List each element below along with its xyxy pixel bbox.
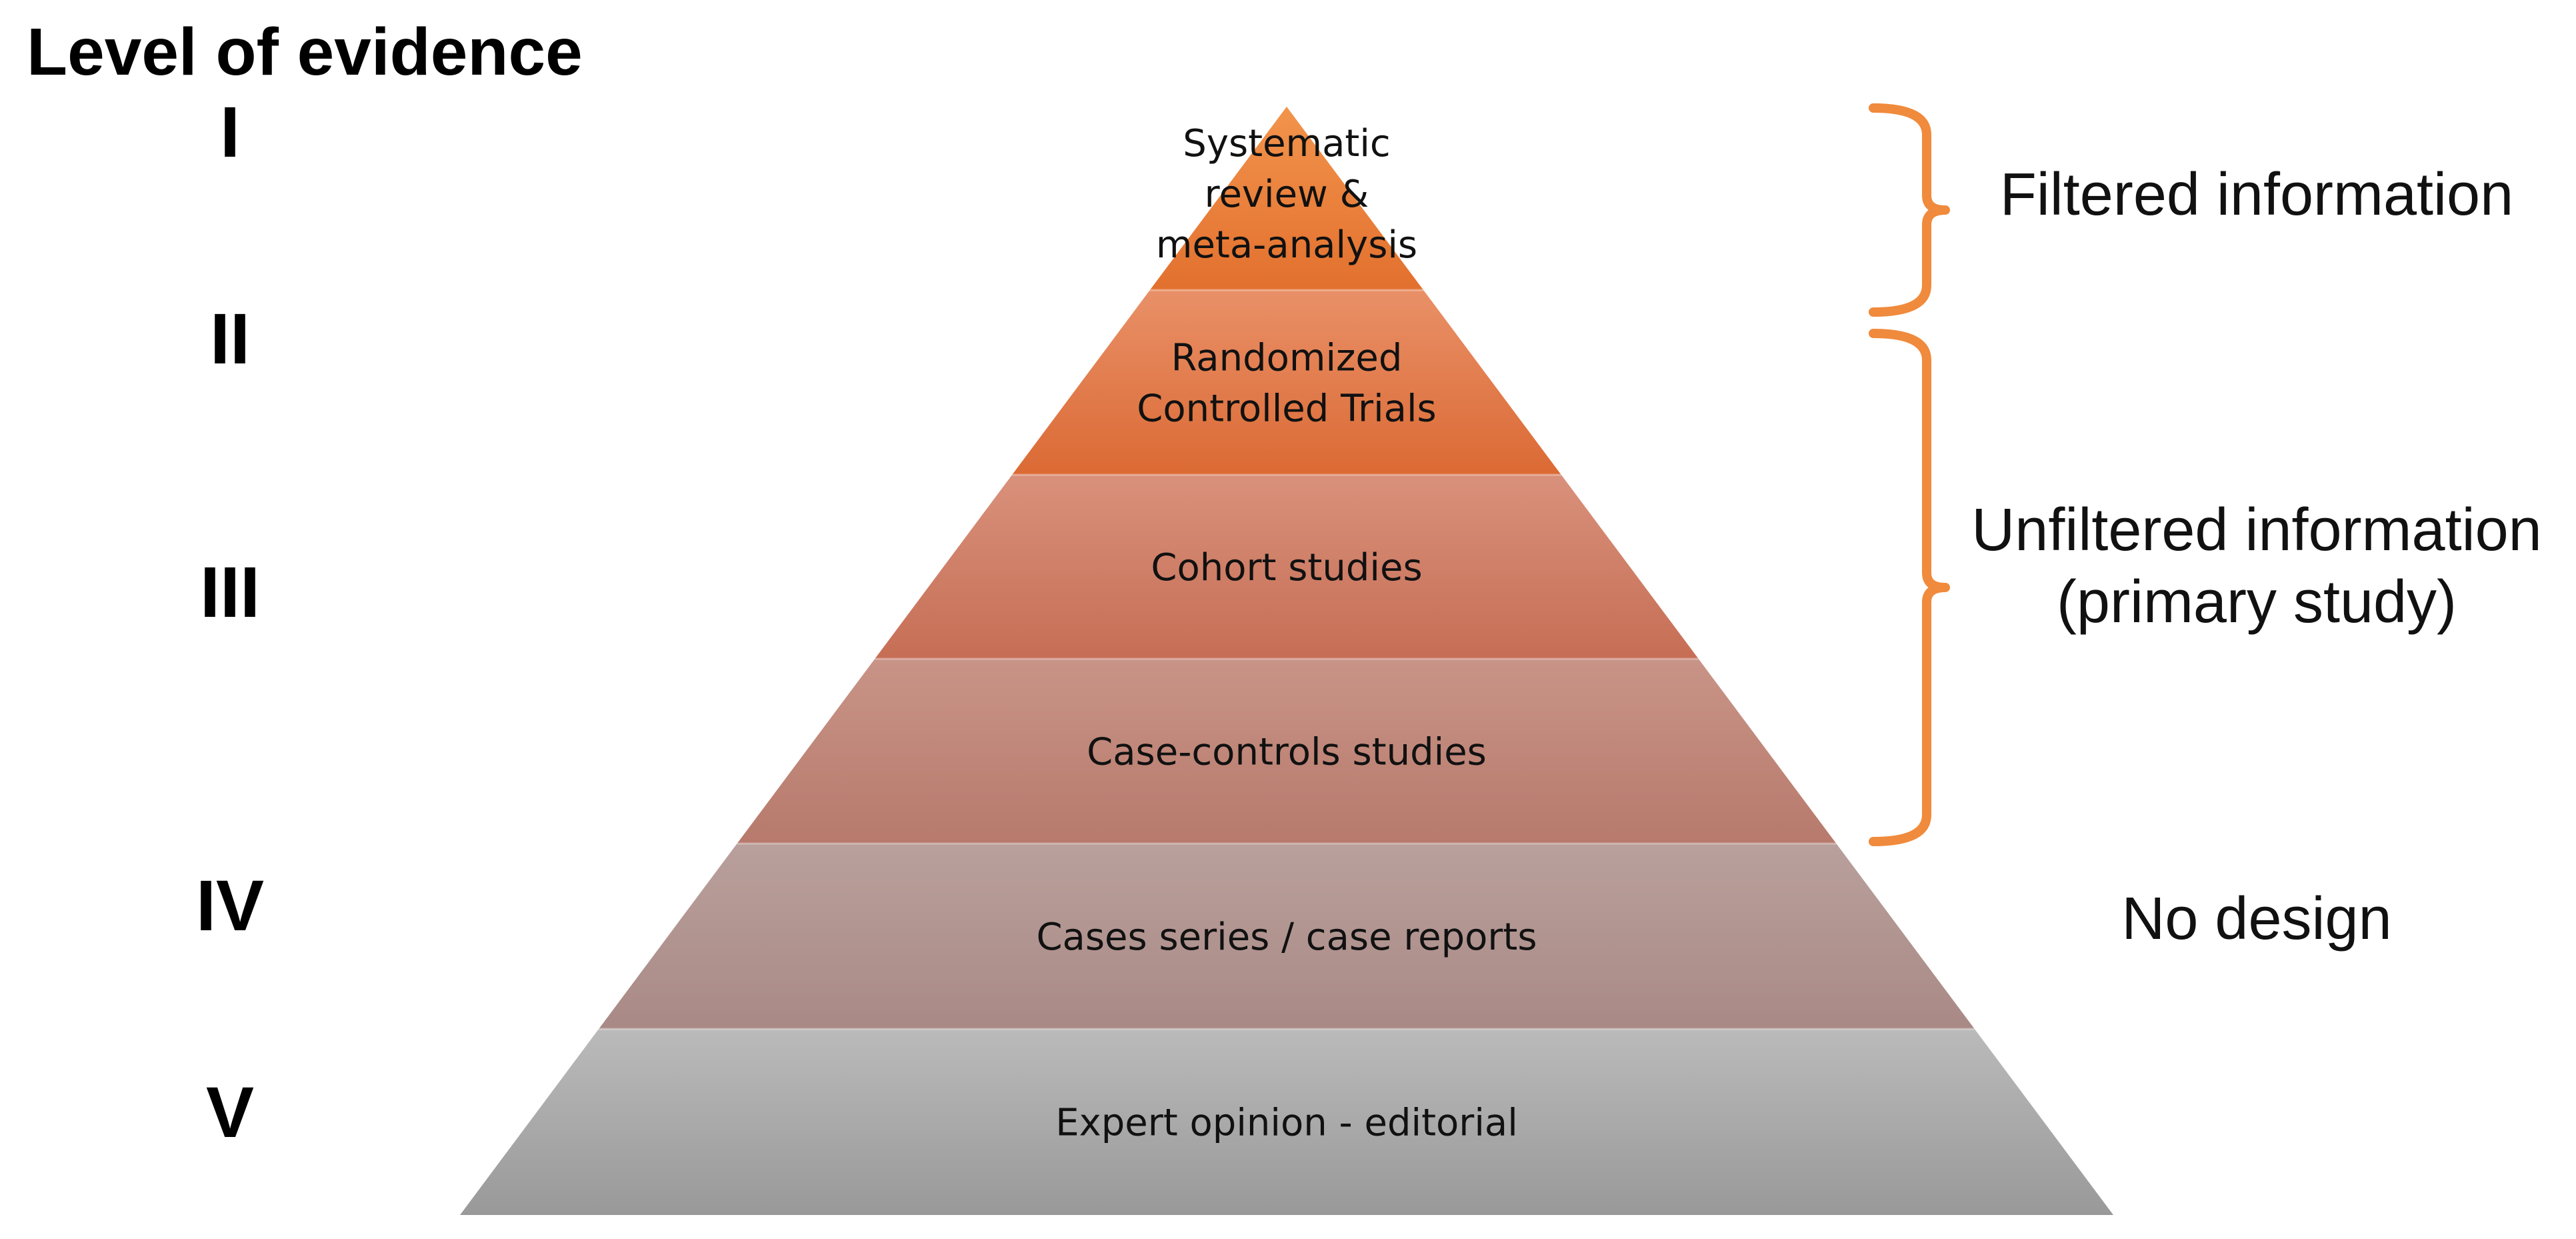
level-numeral-i: I — [220, 91, 240, 172]
tier-systematic-review-meta-analysis: Systematic review & meta-analysis — [1149, 107, 1424, 290]
tier-shape — [599, 844, 1975, 1029]
tier-shape — [875, 475, 1699, 659]
tier-cohort-studies: Cohort studies — [875, 473, 1699, 659]
group-label: Filtered information — [2000, 161, 2513, 228]
group-no-design: No design — [2121, 886, 2391, 952]
tier-shape — [460, 1029, 2113, 1215]
curly-bracket — [1869, 329, 1950, 846]
diagram-title: Level of evidence — [27, 15, 583, 89]
tier-label: review & — [1205, 173, 1369, 216]
tier-label: Randomized — [1171, 337, 1403, 380]
group-label: Unfiltered information — [1971, 497, 2541, 563]
tier-expert-opinion-editorial: Expert opinion - editorial — [460, 1028, 2113, 1215]
tier-label: Case-controls studies — [1087, 731, 1487, 774]
level-numeral-iii: III — [200, 551, 260, 632]
group-unfiltered-information: Unfiltered information(primary study) — [1869, 329, 2542, 846]
level-numeral-iv: IV — [196, 865, 264, 946]
tier-label: meta-analysis — [1156, 223, 1417, 267]
tier-label: Expert opinion - editorial — [1055, 1102, 1518, 1145]
tier-shape — [737, 659, 1837, 844]
level-numeral-ii: II — [210, 298, 250, 379]
pyramid: Systematic review & meta-analysisRandomize… — [460, 107, 2113, 1215]
tier-label: Cases series / case reports — [1036, 916, 1537, 959]
tier-label: Cohort studies — [1151, 546, 1422, 589]
tier-cases-series-case-reports: Cases series / case reports — [599, 842, 1975, 1029]
tier-shape — [1012, 290, 1561, 475]
group-label: (primary study) — [2057, 569, 2457, 636]
tier-label: Controlled Trials — [1137, 387, 1436, 431]
curly-bracket — [1869, 103, 1950, 317]
group-filtered-information: Filtered information — [1869, 103, 2513, 317]
tier-shape — [1149, 107, 1424, 290]
level-numeral-v: V — [206, 1072, 254, 1152]
tier-label: Systematic — [1183, 122, 1390, 165]
group-label: No design — [2121, 886, 2391, 952]
tier-case-controls-studies: Case-controls studies — [737, 658, 1837, 844]
